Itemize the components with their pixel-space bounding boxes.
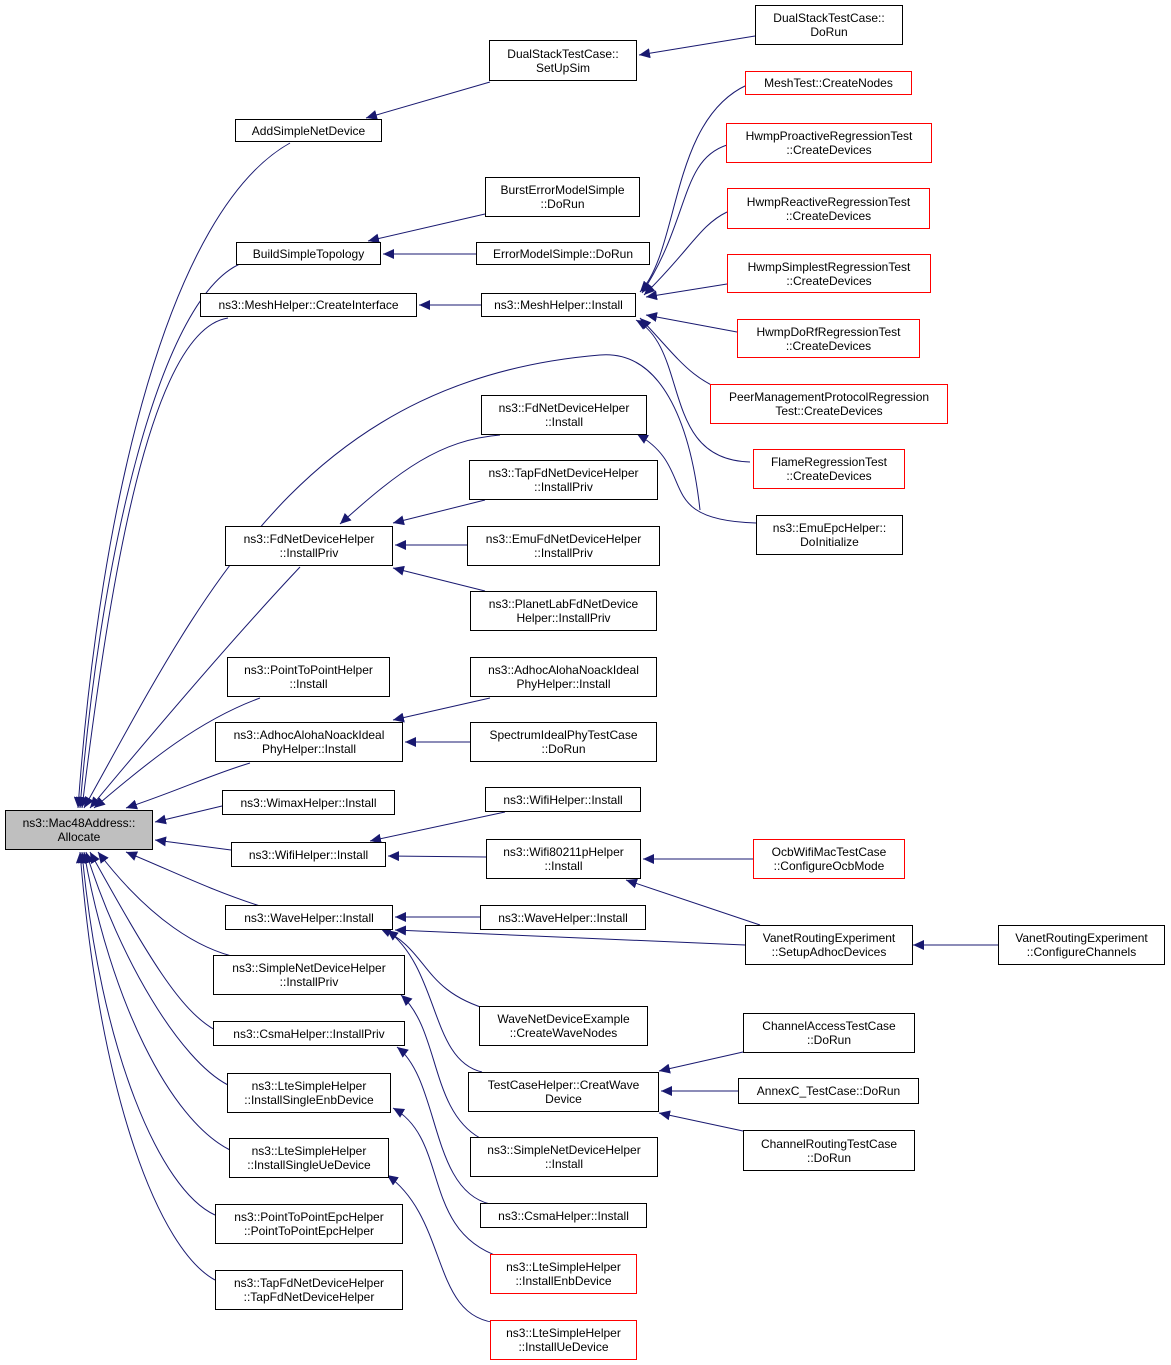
node-emu-epc-doinitialize[interactable]: ns3::EmuEpcHelper::DoInitialize <box>756 515 903 555</box>
node-simple-installpriv[interactable]: ns3::SimpleNetDeviceHelper::InstallPriv <box>213 955 405 995</box>
node-error-model-dorun[interactable]: ErrorModelSimple::DoRun <box>476 242 650 265</box>
call-edge-25 <box>645 312 738 333</box>
call-edge-49 <box>392 1107 501 1258</box>
call-edge-22 <box>641 144 728 294</box>
node-simple-install[interactable]: ns3::SimpleNetDeviceHelper::Install <box>470 1137 658 1177</box>
call-edge-12 <box>84 851 229 1086</box>
node-dual-stack-dorun[interactable]: DualStackTestCase::DoRun <box>755 5 903 45</box>
call-edge-11 <box>89 851 216 1031</box>
call-edge-24 <box>645 283 728 301</box>
call-edge-4 <box>89 566 301 809</box>
call-edge-48 <box>396 1046 491 1205</box>
node-meshtest-create-nodes[interactable]: MeshTest::CreateNodes <box>745 71 912 95</box>
call-edge-13 <box>80 851 231 1151</box>
node-p2p-epc-helper[interactable]: ns3::PointToPointEpcHelper::PointToPoint… <box>215 1204 403 1244</box>
call-edge-8 <box>154 836 232 851</box>
node-mesh-create-interface[interactable]: ns3::MeshHelper::CreateInterface <box>200 293 417 317</box>
call-edge-29 <box>392 499 486 526</box>
node-p2p-install[interactable]: ns3::PointToPointHelper::Install <box>227 657 390 697</box>
call-edge-18 <box>367 213 486 244</box>
call-edge-9 <box>125 851 261 907</box>
node-tapfd-ctor[interactable]: ns3::TapFdNetDeviceHelper::TapFdNetDevic… <box>215 1270 403 1310</box>
call-edge-2 <box>78 317 229 809</box>
node-wimax-install[interactable]: ns3::WimaxHelper::Install <box>222 790 395 815</box>
node-wifi-install-left[interactable]: ns3::WifiHelper::Install <box>231 842 386 867</box>
call-edge-14 <box>78 851 216 1216</box>
node-lte-install-enb[interactable]: ns3::LteSimpleHelper::InstallEnbDevice <box>490 1254 637 1294</box>
call-edge-28 <box>339 434 501 525</box>
node-add-simple-net-device[interactable]: AddSimpleNetDevice <box>235 119 382 142</box>
node-hwmp-proactive[interactable]: HwmpProactiveRegressionTest::CreateDevic… <box>726 123 932 163</box>
node-wave-example-create[interactable]: WaveNetDeviceExample::CreateWaveNodes <box>479 1006 648 1046</box>
call-edge-17 <box>638 35 756 59</box>
call-edge-3 <box>83 354 701 809</box>
node-hwmp-simplest[interactable]: HwmpSimplestRegressionTest::CreateDevice… <box>727 254 931 293</box>
call-edge-7 <box>154 805 223 825</box>
node-dual-stack-setupsim[interactable]: DualStackTestCase::SetUpSim <box>489 40 637 81</box>
call-edge-6 <box>125 762 251 810</box>
node-wave-install-left[interactable]: ns3::WaveHelper::Install <box>225 905 393 930</box>
node-vanet-configure-channels[interactable]: VanetRoutingExperiment::ConfigureChannel… <box>998 925 1165 965</box>
node-lte-single-ue[interactable]: ns3::LteSimpleHelper::InstallSingleUeDev… <box>229 1138 389 1178</box>
call-edge-1 <box>75 261 246 809</box>
node-ocb-configure[interactable]: OcbWifiMacTestCase::ConfigureOcbMode <box>753 839 905 879</box>
node-wifi80211p-install[interactable]: ns3::Wifi80211pHelper::Install <box>486 839 641 879</box>
call-edge-16 <box>365 81 491 120</box>
call-edge-23 <box>643 211 728 296</box>
call-edge-31 <box>392 565 486 592</box>
call-edge-40 <box>394 925 746 946</box>
call-edge-47 <box>400 994 481 1139</box>
node-mesh-install[interactable]: ns3::MeshHelper::Install <box>481 293 636 317</box>
call-edge-10 <box>97 851 241 959</box>
call-edge-42 <box>386 929 483 1073</box>
call-edge-50 <box>386 1174 501 1324</box>
node-wifi-install-right[interactable]: ns3::WifiHelper::Install <box>485 787 641 812</box>
call-edge-15 <box>75 851 216 1281</box>
node-fd-install[interactable]: ns3::FdNetDeviceHelper::Install <box>481 395 647 435</box>
node-lte-single-enb[interactable]: ns3::LteSimpleHelper::InstallSingleEnbDe… <box>227 1073 391 1113</box>
call-edge-5 <box>93 697 261 809</box>
call-edge-32 <box>636 433 757 524</box>
node-hwmp-reactive[interactable]: HwmpReactiveRegressionTest::CreateDevice… <box>727 188 930 229</box>
node-wave-install-right[interactable]: ns3::WaveHelper::Install <box>480 905 646 930</box>
node-flame-regression[interactable]: FlameRegressionTest::CreateDevices <box>753 449 905 489</box>
call-edge-35 <box>369 811 506 844</box>
node-lte-install-ue[interactable]: ns3::LteSimpleHelper::InstallUeDevice <box>490 1320 637 1360</box>
node-fd-installpriv[interactable]: ns3::FdNetDeviceHelper::InstallPriv <box>225 526 393 566</box>
node-spectrum-dorun[interactable]: SpectrumIdealPhyTestCase::DoRun <box>470 722 657 762</box>
node-root-mac48-allocate: ns3::Mac48Address::Allocate <box>5 810 153 850</box>
call-edge-33 <box>392 697 491 723</box>
node-channel-access-dorun[interactable]: ChannelAccessTestCase::DoRun <box>743 1013 915 1053</box>
node-burst-error-dorun[interactable]: BurstErrorModelSimple::DoRun <box>485 177 640 217</box>
node-hwmp-dorf[interactable]: HwmpDoRfRegressionTest::CreateDevices <box>737 319 920 358</box>
node-channel-routing-dorun[interactable]: ChannelRoutingTestCase::DoRun <box>743 1130 915 1171</box>
call-edge-0 <box>73 142 291 809</box>
node-vanet-setup-adhoc[interactable]: VanetRoutingExperiment::SetupAdhocDevice… <box>745 925 913 965</box>
node-build-simple-topology[interactable]: BuildSimpleTopology <box>236 242 381 265</box>
node-emufd-installpriv[interactable]: ns3::EmuFdNetDeviceHelper::InstallPriv <box>467 526 660 566</box>
call-edge-44 <box>658 1051 744 1074</box>
node-csma-installpriv[interactable]: ns3::CsmaHelper::InstallPriv <box>213 1021 405 1046</box>
call-edge-21 <box>639 84 748 293</box>
call-edge-27 <box>635 319 751 463</box>
call-edge-36 <box>387 851 487 862</box>
call-edge-46 <box>658 1110 744 1132</box>
node-tapfd-installpriv[interactable]: ns3::TapFdNetDeviceHelper::InstallPriv <box>469 460 658 500</box>
node-csma-install[interactable]: ns3::CsmaHelper::Install <box>480 1203 647 1228</box>
call-edge-38 <box>625 878 761 926</box>
node-annexc-dorun[interactable]: AnnexC_TestCase::DoRun <box>738 1078 919 1104</box>
